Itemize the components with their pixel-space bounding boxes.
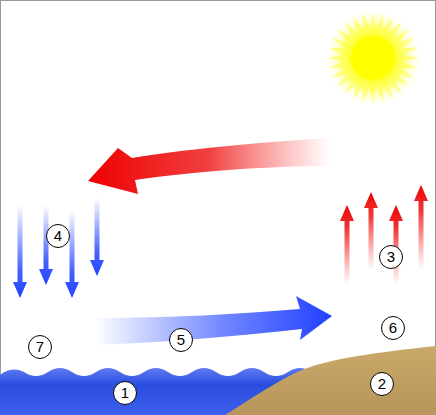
sun (323, 8, 423, 108)
rising-air-arrow (414, 185, 428, 270)
callout-number: 1 (113, 381, 137, 405)
rising-air-arrow (364, 192, 378, 270)
sea-breeze-arrow (95, 296, 332, 345)
sinking-air-arrow (65, 210, 79, 298)
callout-number: 4 (46, 224, 70, 248)
rising-air-arrow (340, 205, 354, 285)
sinking-air-arrow (13, 205, 27, 298)
sun-disc (351, 36, 395, 80)
callout-number: 7 (28, 335, 52, 359)
sun-glow (323, 8, 423, 108)
upper-return-flow-arrow (88, 138, 330, 194)
callout-number: 3 (379, 245, 403, 269)
callout-number: 5 (169, 328, 193, 352)
sun-rays (327, 12, 419, 104)
sinking-air-arrows (13, 198, 104, 298)
land (225, 346, 436, 415)
callout-number: 6 (381, 316, 405, 340)
sinking-air-arrow (90, 198, 104, 276)
callout-number: 2 (370, 372, 394, 396)
rising-air-arrows (340, 185, 428, 285)
